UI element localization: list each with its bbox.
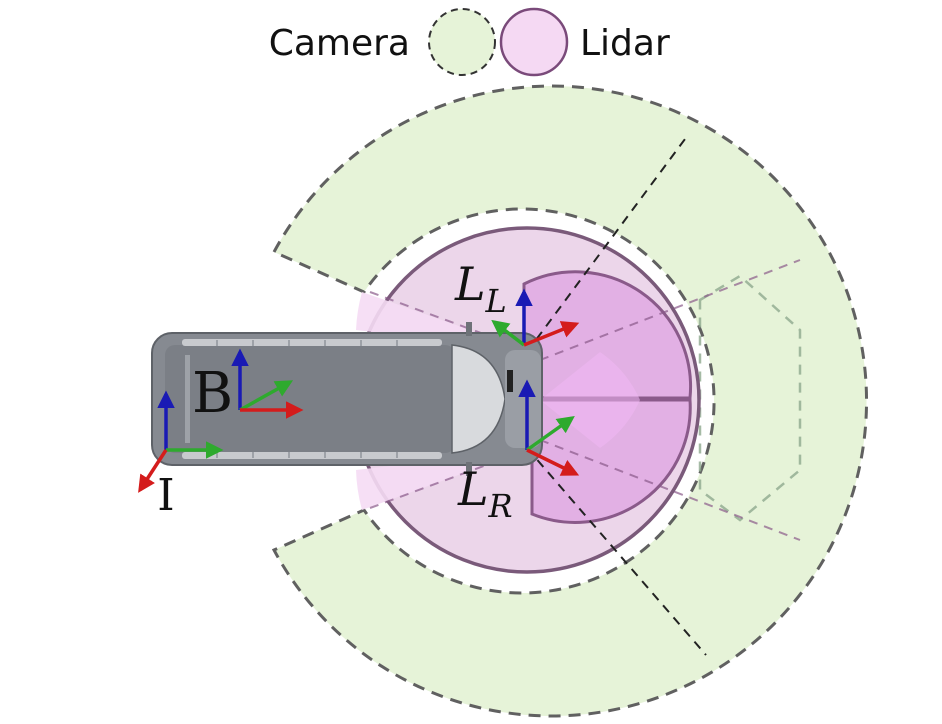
van-mirror-left [466,322,472,336]
lidar-left-y-axis [491,319,526,347]
body-y-axis [239,380,294,412]
lidar-right-y-axis [525,415,575,452]
lidar-boundaries [369,259,801,541]
legend: Camera Lidar [269,7,670,77]
legend-camera-label: Camera [269,23,410,64]
lidar-left-label: LL [454,257,507,320]
lidar-right-x-axis [526,448,580,476]
inertial-frame-label: I [157,470,174,521]
lidar-right-label: LR [457,462,513,525]
lidar-left-frame: LL [454,257,580,347]
fov-boundaries [526,134,707,656]
van-wiper [507,370,513,392]
inertial-x-axis [138,449,168,493]
legend-lidar-swatch [499,7,569,77]
vehicle [151,322,543,476]
lidar-left-label-main: L [454,257,486,311]
lidar-right-label-sub: R [488,487,513,525]
inertial-frame: I [138,390,224,521]
van-windshield [451,344,506,454]
legend-camera-swatch [428,8,496,76]
lidar-left-label-sub: L [485,282,507,320]
lidar-left-x-axis [523,321,580,347]
van-roof-ribs [182,339,442,459]
camera-coverage-area [271,84,868,718]
lidar-right-label-main: L [457,462,489,516]
lidar-right-frame: LR [457,379,580,525]
legend-lidar-label: Lidar [580,23,670,64]
body-frame: B [192,348,304,426]
lidar-overlap-lens [540,352,640,448]
body-frame-label: B [192,361,233,426]
van-hood [505,350,541,448]
van-roof [165,345,455,453]
van-mirror-right [466,462,472,476]
